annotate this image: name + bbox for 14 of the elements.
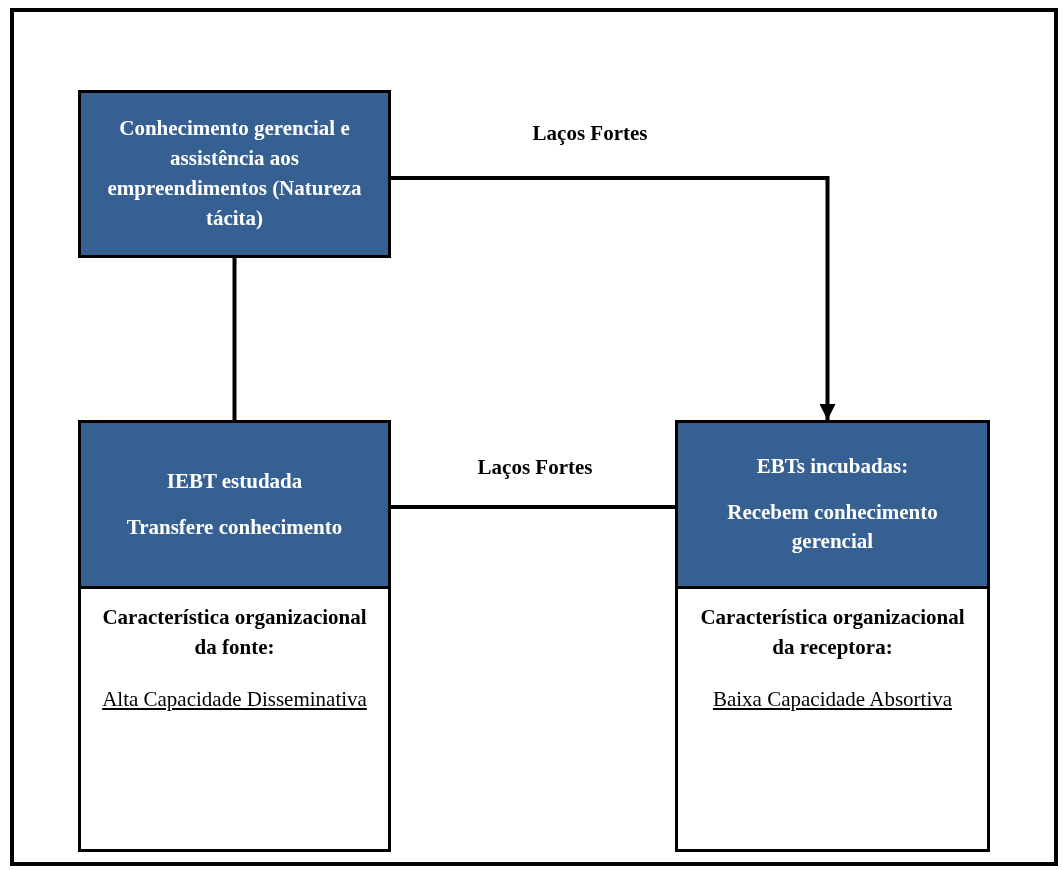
process-box [78,420,391,852]
arrow [391,176,836,420]
connector-line [391,505,675,509]
description-text: Recebem conhecimento gerencial [726,498,939,556]
characteristic-text: Característica organizacional da fonte: [101,604,368,661]
connector-line [232,258,237,420]
heading-text: IEBT estudada [166,467,303,495]
capacity-text: Baixa Capacidade Absortiva [712,685,953,713]
heading-text: EBTs incubadas: [756,452,909,480]
process-box [675,420,990,852]
description-text: Transfere conhecimento [126,513,343,541]
heading-text: Conhecimento gerencial e assistência aos empreendimentos (Natureza tácita) [106,115,363,232]
capacity-text: Alta Capacidade Disseminativa [102,685,367,713]
characteristic-text: Característica organizacional da receptora: [699,604,966,661]
